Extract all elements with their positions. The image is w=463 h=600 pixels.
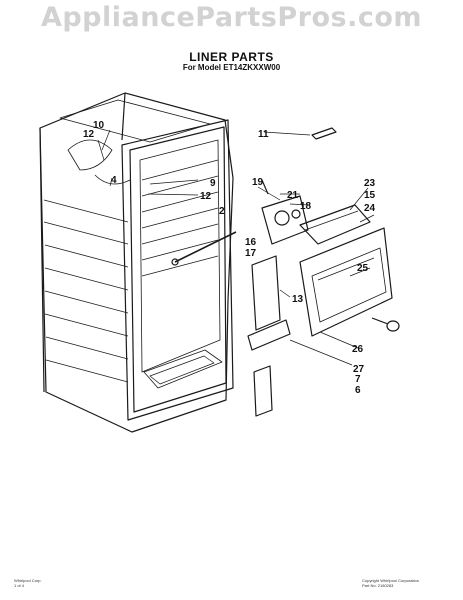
leader-lines bbox=[97, 129, 375, 366]
callout-17: 17 bbox=[245, 248, 257, 259]
page-title: LINER PARTS bbox=[189, 50, 274, 64]
footer-left: Whirlpool Corp. 1 of 4 bbox=[14, 578, 42, 588]
part-baffle bbox=[247, 319, 291, 351]
part-control-panel bbox=[299, 227, 393, 337]
part-air-duct bbox=[251, 255, 281, 331]
part-control-assembly bbox=[261, 179, 309, 245]
part-lower-cover bbox=[253, 365, 273, 417]
part-bracket bbox=[311, 127, 337, 140]
callout-26: 26 bbox=[352, 344, 364, 355]
footer-right-line-2: Part No. 2180283 bbox=[362, 583, 394, 588]
callout-labels: 10 12 4 11 9 12 19 21 18 23 15 24 2 16 1… bbox=[83, 120, 376, 396]
callout-18: 18 bbox=[300, 201, 312, 212]
footer-right: Copyright Whirlpool Corporation Part No.… bbox=[362, 578, 419, 588]
footer-left-line-2: 1 of 4 bbox=[14, 583, 25, 588]
watermark: AppliancePartsPros.com bbox=[40, 2, 423, 33]
page-subtitle: For Model ET14ZKXXW00 bbox=[182, 63, 281, 72]
callout-21: 21 bbox=[287, 190, 299, 201]
callout-25: 25 bbox=[357, 263, 369, 274]
callout-10: 10 bbox=[93, 120, 105, 131]
callout-13: 13 bbox=[292, 294, 304, 305]
callout-4: 4 bbox=[111, 175, 117, 186]
callout-9: 9 bbox=[210, 178, 216, 189]
callout-7: 7 bbox=[355, 374, 361, 385]
callout-12: 12 bbox=[83, 129, 95, 140]
part-divider-rod bbox=[171, 231, 237, 266]
callout-12b: 12 bbox=[200, 191, 212, 202]
callout-15: 15 bbox=[364, 190, 376, 201]
callout-11: 11 bbox=[258, 129, 269, 140]
callout-19: 19 bbox=[252, 177, 264, 188]
part-knob bbox=[371, 317, 400, 332]
callout-2: 2 bbox=[219, 206, 225, 217]
footer-right-line-1: Copyright Whirlpool Corporation bbox=[362, 578, 419, 583]
footer-left-line-1: Whirlpool Corp. bbox=[14, 578, 42, 583]
callout-16: 16 bbox=[245, 237, 257, 248]
callout-6: 6 bbox=[355, 385, 361, 396]
callout-27: 27 bbox=[353, 364, 365, 375]
callout-24: 24 bbox=[364, 203, 376, 214]
callout-23: 23 bbox=[364, 178, 376, 189]
cabinet-liner bbox=[39, 92, 234, 433]
part-light-housing bbox=[299, 204, 371, 245]
